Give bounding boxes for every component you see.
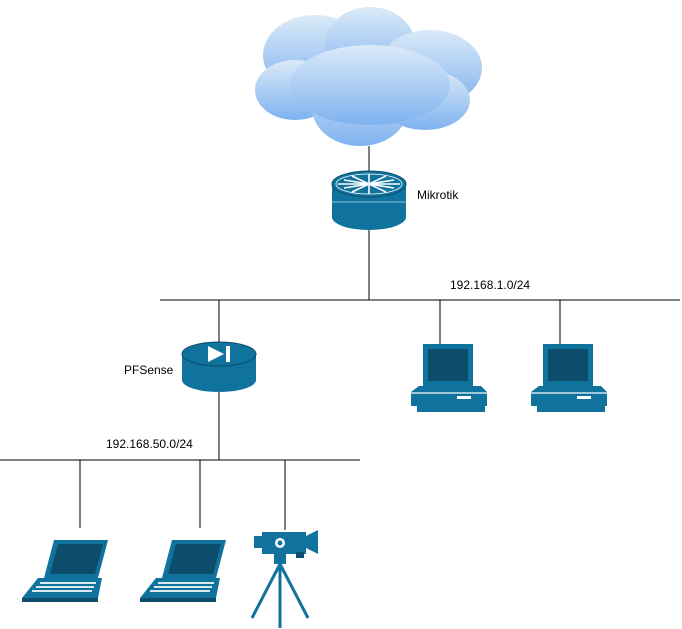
laptop2-icon	[140, 540, 226, 602]
lan1-network-label: 192.168.1.0/24	[450, 278, 530, 292]
pc1-desktop-icon	[411, 344, 487, 412]
mikrotik-label: Mikrotik	[417, 188, 459, 202]
pc2-desktop-icon	[531, 344, 607, 412]
laptop1-icon	[22, 540, 108, 602]
pfsense-firewall-icon	[181, 341, 257, 392]
internet-cloud-icon	[255, 7, 482, 146]
mikrotik-router-icon	[331, 170, 407, 230]
connections	[0, 146, 680, 530]
pfsense-label: PFSense	[124, 363, 174, 377]
camera-tripod-icon	[250, 530, 318, 628]
lan2-network-label: 192.168.50.0/24	[106, 437, 193, 451]
